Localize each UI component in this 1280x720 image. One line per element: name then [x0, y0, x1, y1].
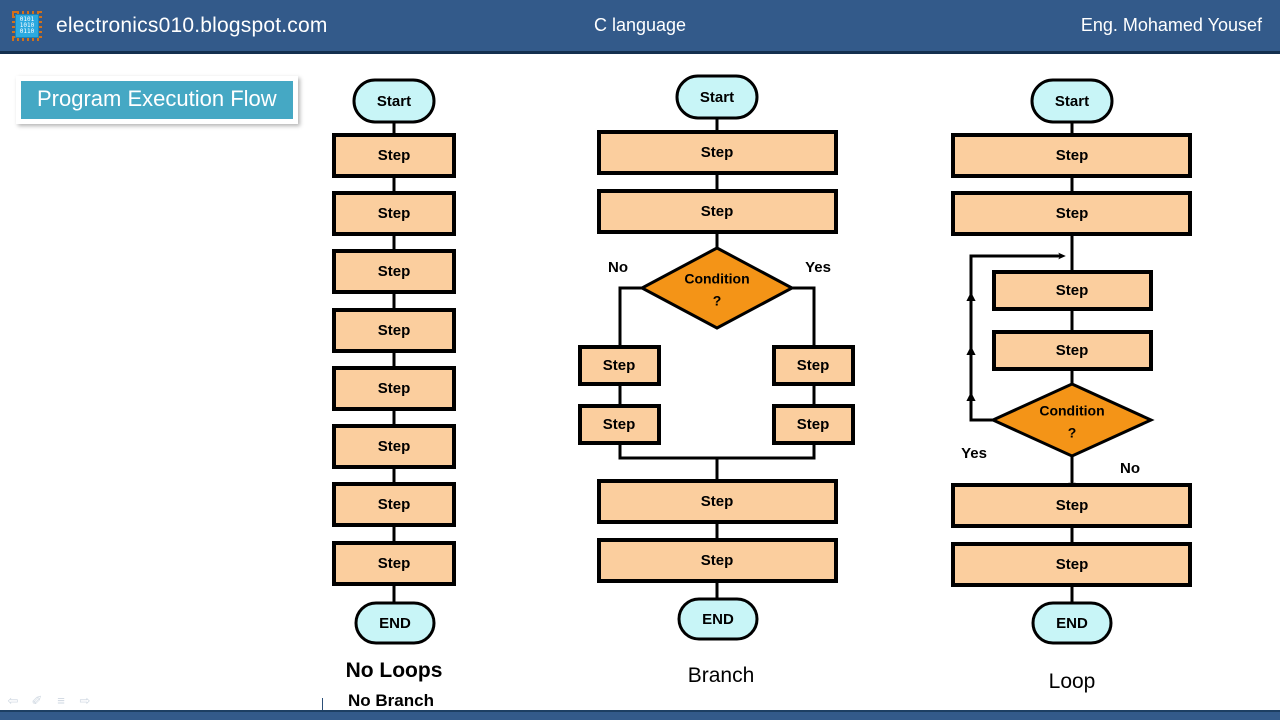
node-step: Step: [332, 424, 456, 469]
node-step: Step: [992, 270, 1153, 311]
node-step-label: Step: [378, 205, 411, 222]
merge-connector: [618, 443, 816, 460]
node-step-label: Step: [701, 493, 734, 510]
header-author-label: Eng. Mohamed Yousef: [1080, 15, 1262, 35]
node-step: Step: [332, 366, 456, 411]
chip-bit-row-3: 0110: [19, 27, 35, 35]
node-start: Start: [675, 74, 759, 120]
connector: [616, 286, 642, 362]
node-step-label: Step: [797, 416, 830, 433]
branch-label-no: No: [608, 259, 628, 276]
microchip-icon: 0101 1010 0110: [10, 9, 44, 43]
column-caption-main: Loop: [1049, 670, 1096, 693]
loop-back-arrowhead: [966, 346, 976, 355]
node-end-label: END: [702, 611, 734, 628]
node-step: Step: [578, 404, 661, 445]
node-step: Step: [597, 479, 838, 524]
loop-label-yes: Yes: [961, 445, 987, 462]
node-end: END: [354, 601, 436, 645]
node-decision-question: ?: [713, 293, 722, 309]
node-end-label: END: [379, 615, 411, 632]
node-step: Step: [772, 404, 855, 445]
node-step-label: Step: [797, 357, 830, 374]
node-decision: Condition ?: [638, 246, 796, 330]
node-step: Step: [951, 191, 1192, 236]
node-step: Step: [772, 345, 855, 386]
node-step-label: Step: [701, 552, 734, 569]
node-step-label: Step: [378, 438, 411, 455]
node-end: END: [1031, 601, 1113, 645]
loop-back-connector: [969, 252, 1066, 422]
node-end: END: [677, 597, 759, 641]
loop-back-arrowhead: [966, 292, 976, 301]
node-step: Step: [951, 133, 1192, 178]
forward-arrow-icon[interactable]: ⇨: [79, 693, 91, 708]
node-step-label: Step: [1056, 282, 1089, 299]
connector: [792, 286, 818, 362]
branch-label-yes: Yes: [805, 259, 831, 276]
bottom-bar: [0, 710, 1280, 720]
node-step-label: Step: [701, 203, 734, 220]
node-step-label: Step: [603, 357, 636, 374]
loop-label-no: No: [1120, 460, 1140, 477]
site-url-label: electronics010.blogspot.com: [56, 13, 328, 37]
node-step-label: Step: [1056, 147, 1089, 164]
node-start-label: Start: [377, 93, 411, 110]
column-caption-main: No Loops: [346, 659, 443, 682]
node-end-label: END: [1056, 615, 1088, 632]
node-step-label: Step: [378, 322, 411, 339]
node-decision-label: Condition: [1039, 403, 1104, 419]
node-step-label: Step: [1056, 342, 1089, 359]
page-title: Program Execution Flow: [21, 81, 293, 119]
node-step-label: Step: [378, 496, 411, 513]
column-caption-main: Branch: [688, 664, 755, 687]
chip-bit-row-1: 0101: [19, 15, 35, 23]
slide-title-badge: Program Execution Flow: [16, 76, 298, 124]
node-step: Step: [951, 542, 1192, 587]
node-step-label: Step: [603, 416, 636, 433]
back-arrow-icon[interactable]: ⇦: [7, 693, 19, 708]
node-step: Step: [332, 133, 456, 178]
flowchart-canvas: Start Step Step Step Step Step: [0, 54, 1280, 720]
node-step: Step: [332, 249, 456, 294]
chip-bit-row-2: 1010: [19, 21, 35, 29]
node-start-label: Start: [700, 89, 734, 106]
node-step-label: Step: [378, 555, 411, 572]
node-step: Step: [597, 130, 838, 175]
node-step: Step: [578, 345, 661, 386]
flow-column-branch: Start Step Step Condition ? No Yes Step: [578, 74, 855, 687]
presentation-mini-toolbar[interactable]: ⇦ ✐ ≡ ⇨: [6, 694, 92, 708]
menu-icon[interactable]: ≡: [57, 693, 65, 708]
node-step-label: Step: [1056, 497, 1089, 514]
node-step: Step: [597, 538, 838, 583]
node-decision-question: ?: [1068, 425, 1077, 441]
node-step-label: Step: [378, 380, 411, 397]
node-start-label: Start: [1055, 93, 1089, 110]
header-bar: 0101 1010 0110 electronics010.blogspot.c…: [0, 0, 1280, 54]
node-step: Step: [332, 541, 456, 586]
node-decision-label: Condition: [684, 271, 749, 287]
flow-column-no-loops: Start Step Step Step Step Step: [332, 78, 456, 710]
node-step: Step: [951, 483, 1192, 528]
node-step: Step: [332, 482, 456, 527]
node-step-label: Step: [378, 147, 411, 164]
node-step: Step: [597, 189, 838, 234]
node-step: Step: [992, 330, 1153, 371]
node-step-label: Step: [1056, 556, 1089, 573]
header-left-group: 0101 1010 0110 electronics010.blogspot.c…: [10, 0, 328, 51]
bottom-divider: [322, 698, 323, 720]
node-start: Start: [1030, 78, 1114, 124]
flow-column-loop: Start Step Step Step Step: [951, 78, 1192, 693]
node-step: Step: [332, 191, 456, 236]
chip-core: 0101 1010 0110: [15, 13, 39, 38]
loop-back-arrowhead: [966, 392, 976, 401]
pen-icon[interactable]: ✐: [31, 693, 43, 708]
node-step-label: Step: [701, 144, 734, 161]
node-step-label: Step: [378, 263, 411, 280]
node-start: Start: [352, 78, 436, 124]
node-step-label: Step: [1056, 205, 1089, 222]
node-decision: Condition ?: [989, 382, 1155, 458]
column-caption-sub: No Branch: [348, 691, 434, 710]
node-step: Step: [332, 308, 456, 353]
